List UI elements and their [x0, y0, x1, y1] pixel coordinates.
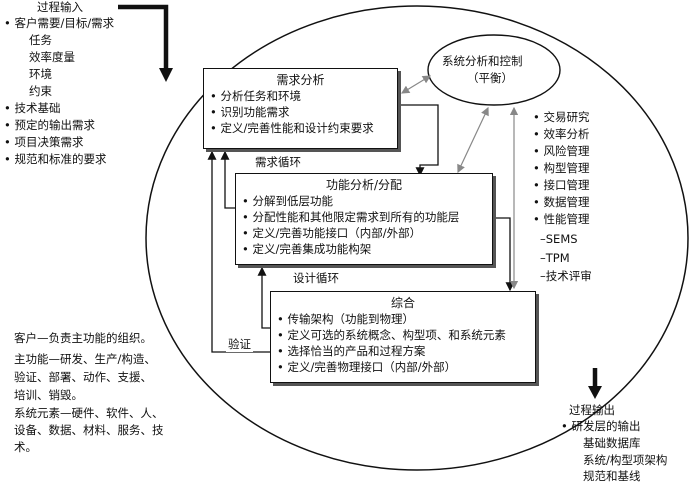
note-line: 设备、数据、材料、服务、技: [14, 423, 164, 437]
input-item: • 客户需要/目标/需求: [4, 16, 115, 30]
note-line: 客户—负责主功能的组织。: [14, 331, 152, 345]
control-subitem: –SEMS: [540, 232, 578, 246]
synthesis-title: 综合: [390, 296, 415, 310]
input-arrow: [118, 4, 169, 70]
verification-label: 验证: [226, 337, 253, 352]
requirements-item: • 分析任务和环境: [210, 89, 301, 103]
output-item: 规范和基线: [583, 469, 641, 483]
control-item: • 效率分析: [533, 127, 590, 141]
functional-item: • 定义/完善集成功能构架: [242, 242, 372, 256]
synthesis-item: • 传输架构（功能到物理）: [277, 312, 414, 326]
control-subitem: –技术评审: [540, 269, 592, 283]
verification-loop-arrow: [207, 150, 270, 353]
input-item: 效率度量: [29, 50, 75, 64]
input-item: 任务: [29, 33, 52, 47]
output-item: 系统/构型项架构: [583, 453, 668, 467]
functional-item: • 分配性能和其他限定需求到所有的功能层: [242, 210, 460, 224]
requirements-loop-label: 需求循环: [255, 155, 301, 169]
process-output-title: 过程输出: [569, 403, 615, 417]
input-item: 环境: [29, 67, 52, 81]
design-loop-arrow: [257, 266, 270, 329]
synthesis-item: • 定义可选的系统概念、构型项、和系统元素: [277, 328, 506, 342]
requirements-item: • 识别功能需求: [210, 105, 290, 119]
process-input-title: 过程输入: [37, 0, 83, 14]
input-item: 约束: [29, 84, 52, 98]
requirements-analysis-title: 需求分析: [276, 73, 325, 87]
control-ellipse: [427, 34, 561, 106]
functional-item: • 分解到低层功能: [242, 194, 333, 208]
functional-analysis-box: 功能分析/分配 • 分解到低层功能 • 分配性能和其他限定需求到所有的功能层 •…: [235, 173, 493, 265]
design-loop-label: 设计循环: [293, 271, 339, 285]
note-line: 验证、部署、动作、支援、: [14, 370, 152, 384]
process-ellipse: [145, 5, 689, 471]
control-link-func: [457, 106, 489, 174]
input-item: • 预定的输出需求: [4, 118, 95, 132]
note-line: 系统元素—硬件、软件、人、: [14, 406, 164, 420]
functional-analysis-title: 功能分析/分配: [325, 178, 403, 192]
input-item: • 规范和标准的要求: [4, 152, 107, 166]
input-item: • 项目决策需求: [4, 135, 84, 149]
control-item: • 风险管理: [533, 144, 590, 158]
functional-item: • 定义/完善功能接口（内部/外部）: [242, 226, 422, 240]
output-item: 基础数据库: [583, 436, 641, 450]
requirements-loop-arrow: [220, 150, 235, 209]
output-item: • 研发层的输出: [561, 419, 641, 433]
requirements-analysis-box: 需求分析 • 分析任务和环境 • 识别功能需求 • 定义/完善性能和设计约束要求: [203, 68, 398, 149]
control-item: • 交易研究: [533, 110, 590, 124]
control-item: • 性能管理: [533, 212, 590, 226]
note-line: 培训、销毁。: [14, 388, 83, 402]
note-line: 主功能—研发、生产/构造、: [14, 352, 156, 366]
synthesis-item: • 定义/完善物理接口（内部/外部）: [277, 360, 457, 374]
synthesis-item: • 选择恰当的产品和过程方案: [277, 344, 426, 358]
req-to-func-arrow: [398, 104, 439, 177]
synthesis-box: 综合 • 传输架构（功能到物理） • 定义可选的系统概念、构型项、和系统元素 •…: [270, 291, 536, 383]
note-line: 术。: [14, 440, 37, 454]
control-title: 系统分析和控制: [442, 54, 523, 68]
control-item: • 构型管理: [533, 161, 590, 175]
control-subtitle: （平衡）: [467, 71, 513, 85]
input-item: • 技术基础: [4, 101, 61, 115]
control-subitem: –TPM: [540, 251, 570, 265]
control-item: • 数据管理: [533, 195, 590, 209]
func-to-syn-arrow: [493, 217, 515, 292]
control-item: • 接口管理: [533, 178, 590, 192]
requirements-item: • 定义/完善性能和设计约束要求: [210, 121, 374, 135]
control-link-req: [400, 75, 432, 94]
